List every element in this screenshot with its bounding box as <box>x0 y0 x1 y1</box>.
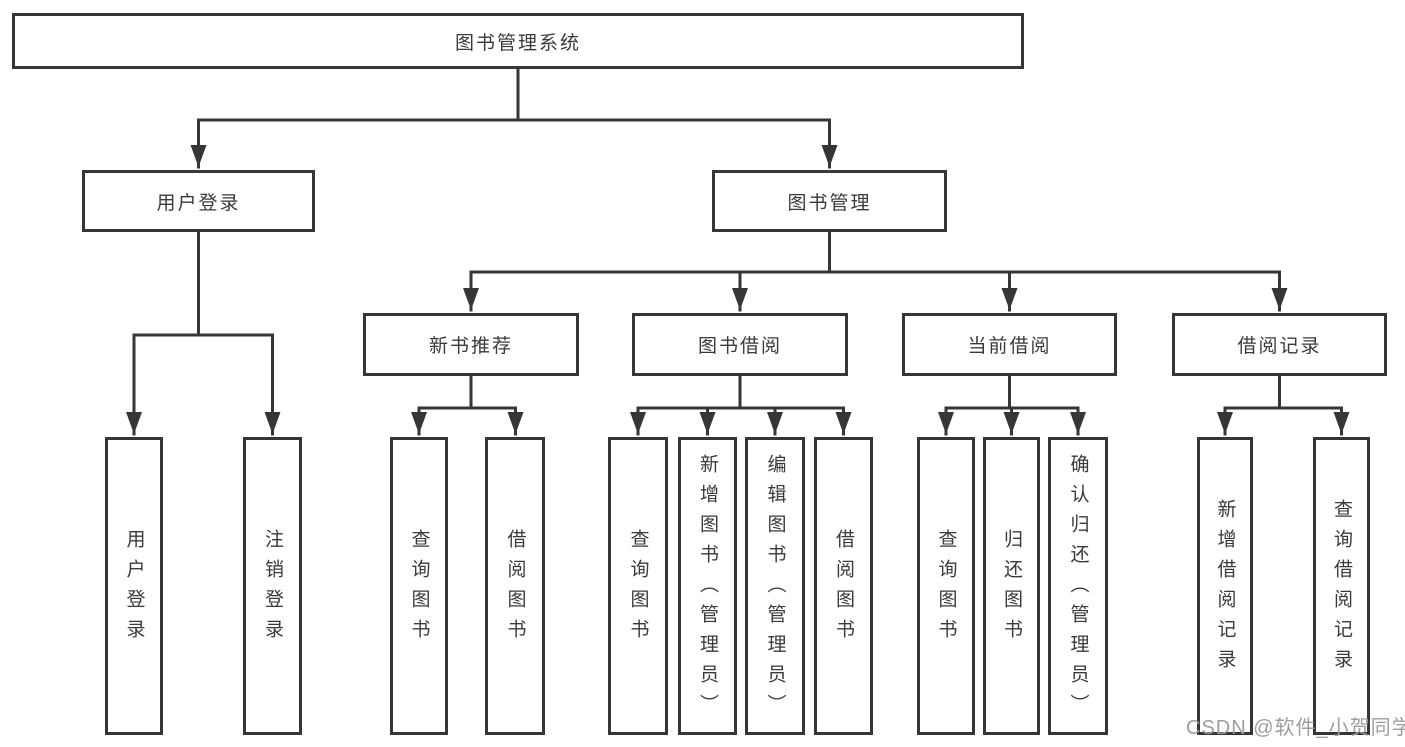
node-library-system: 图书管理系统 <box>12 13 1024 69</box>
leaf-add-books-admin: 新增图书（管理员） <box>678 437 737 735</box>
leaf-edit-books-admin: 编辑图书（管理员） <box>745 437 805 735</box>
leaf-user-login: 用户登录 <box>105 437 163 735</box>
node-current-borrowing: 当前借阅 <box>902 313 1117 376</box>
node-user-login: 用户登录 <box>82 170 315 232</box>
leaf-query-borrow-record: 查询借阅记录 <box>1313 437 1370 735</box>
node-book-borrowing: 图书借阅 <box>632 313 848 376</box>
node-new-book-recommend: 新书推荐 <box>363 313 579 376</box>
leaf-recommend-query-books: 查询图书 <box>390 437 448 735</box>
csdn-watermark: CSDN @软件_小贺同学 <box>1186 717 1405 739</box>
leaf-add-borrow-record: 新增借阅记录 <box>1197 437 1253 735</box>
node-book-management: 图书管理 <box>712 170 947 232</box>
leaf-current-query-books: 查询图书 <box>917 437 975 735</box>
leaf-return-books: 归还图书 <box>983 437 1040 735</box>
leaf-confirm-return-admin: 确认归还（管理员） <box>1048 437 1108 735</box>
node-borrowing-records: 借阅记录 <box>1172 313 1387 376</box>
leaf-borrowing-query-books: 查询图书 <box>608 437 668 735</box>
leaf-borrowing-borrow-books: 借阅图书 <box>814 437 873 735</box>
leaf-logout: 注销登录 <box>243 437 302 735</box>
leaf-recommend-borrow-books: 借阅图书 <box>485 437 545 735</box>
